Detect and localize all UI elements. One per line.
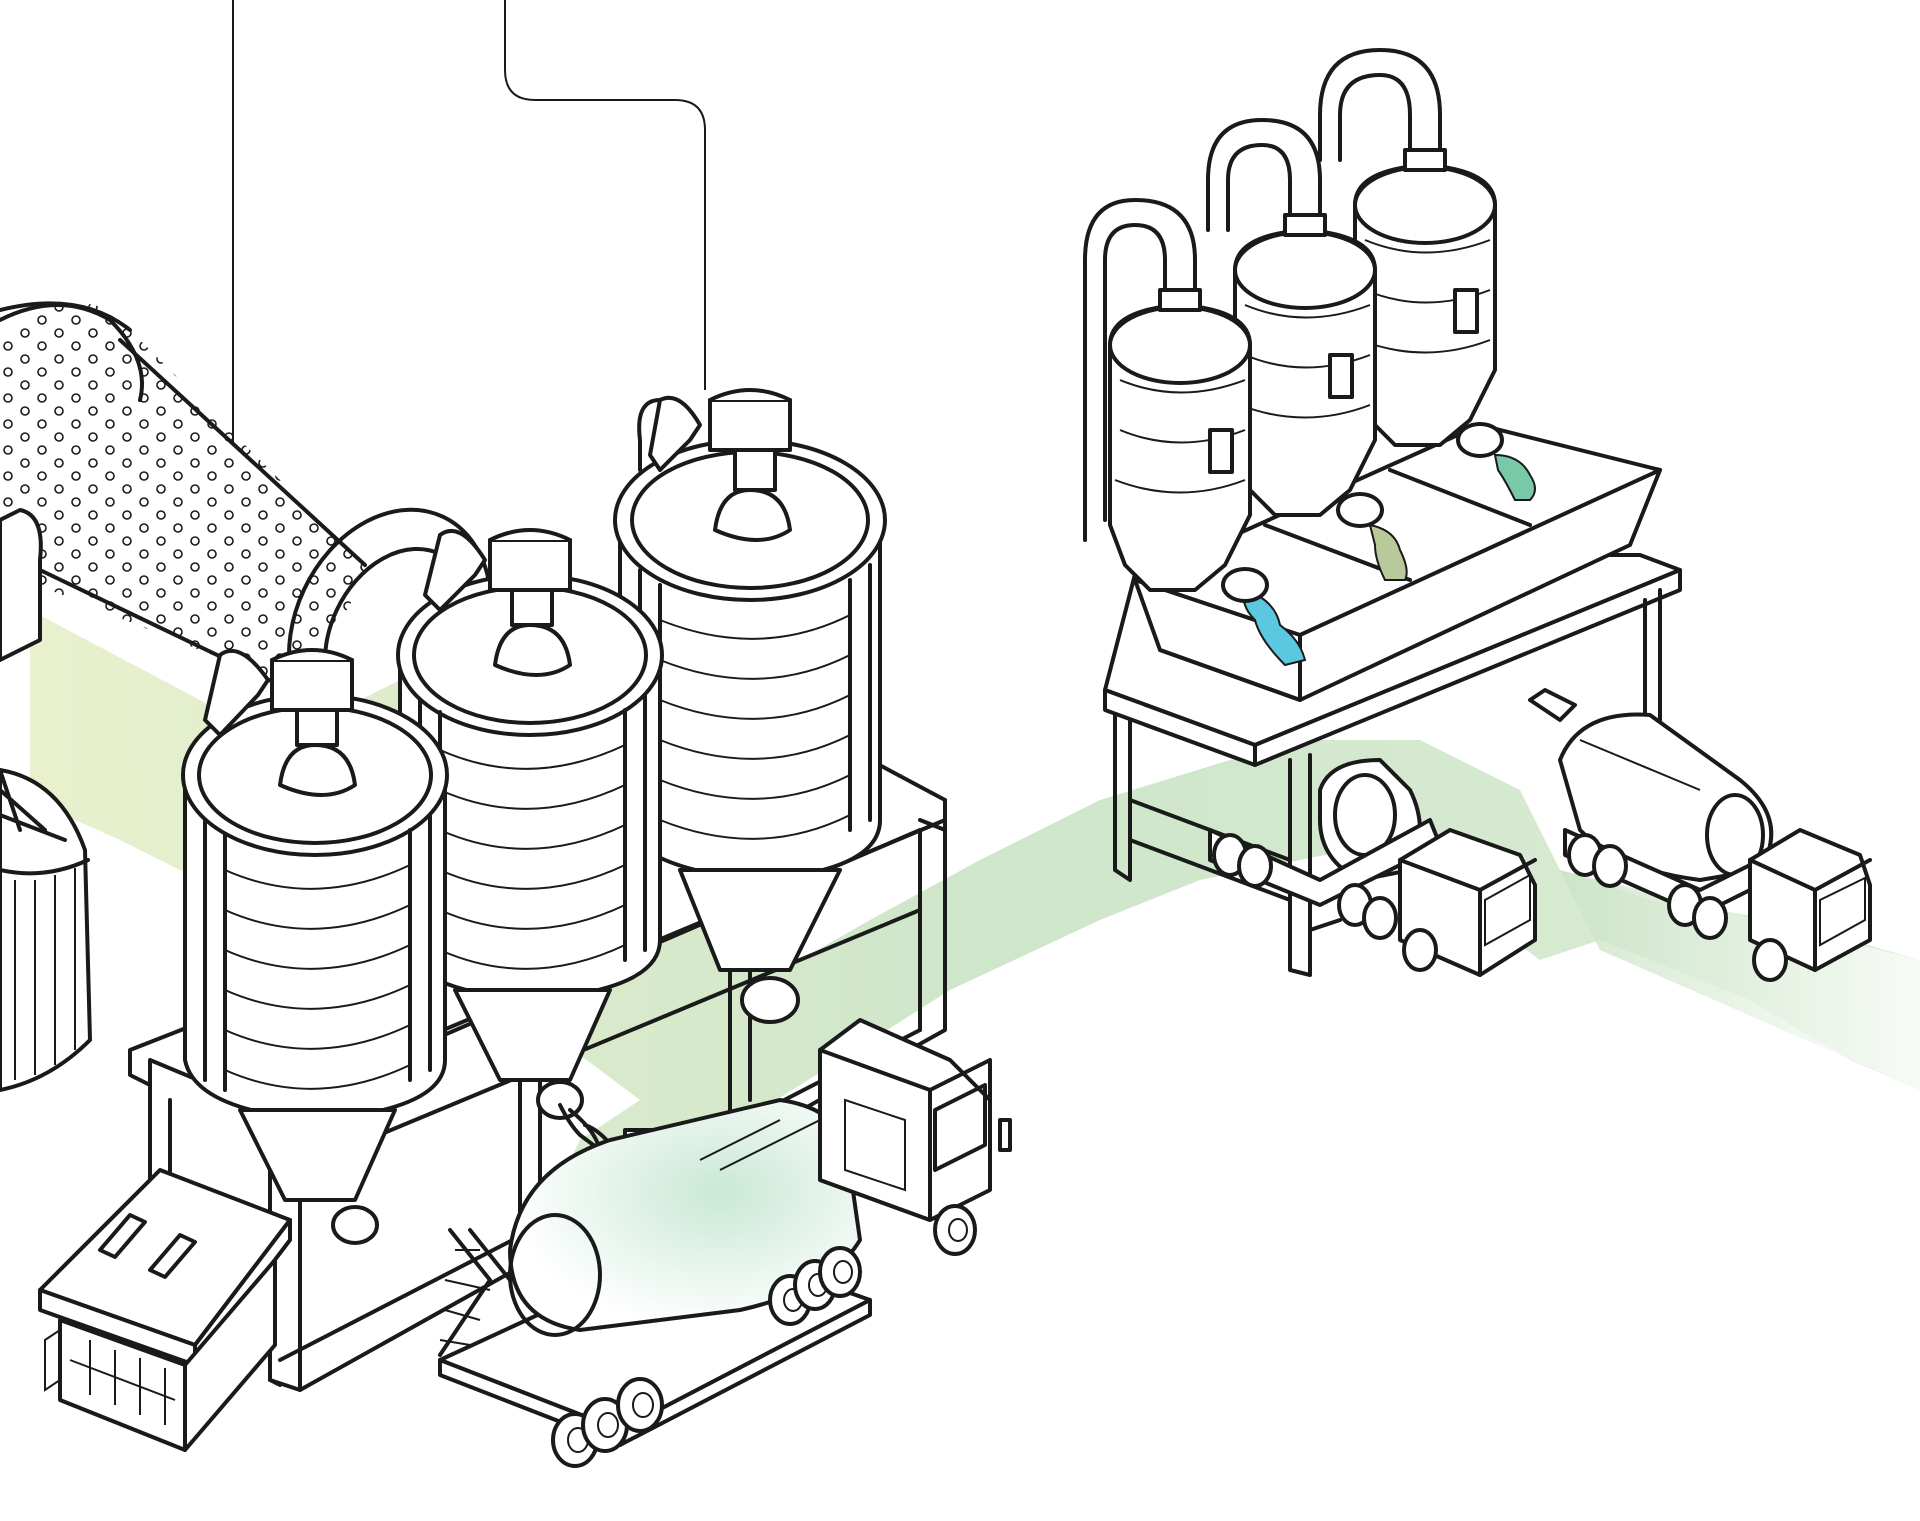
cement-silo-icon	[181, 648, 449, 1245]
concrete-mixer-truck-icon	[1208, 758, 1537, 977]
cement-silo-icon	[396, 528, 664, 1120]
overhead-conduit	[232, 0, 706, 445]
wheel-icon	[551, 1246, 862, 1468]
control-room-icon	[38, 1168, 292, 1452]
wheel-icon	[1567, 833, 1788, 982]
storage-dome-icon	[0, 768, 92, 1092]
concrete-mixer-truck-icon	[1528, 688, 1872, 982]
mixing-silo-icon	[1083, 48, 1504, 603]
access-road	[30, 610, 1920, 1300]
wheel-icon	[1212, 833, 1438, 972]
bulk-tanker-truck-icon	[438, 1018, 1012, 1468]
aggregate-bin-icon	[1133, 423, 1662, 702]
cement-silo-icon	[613, 388, 887, 1024]
